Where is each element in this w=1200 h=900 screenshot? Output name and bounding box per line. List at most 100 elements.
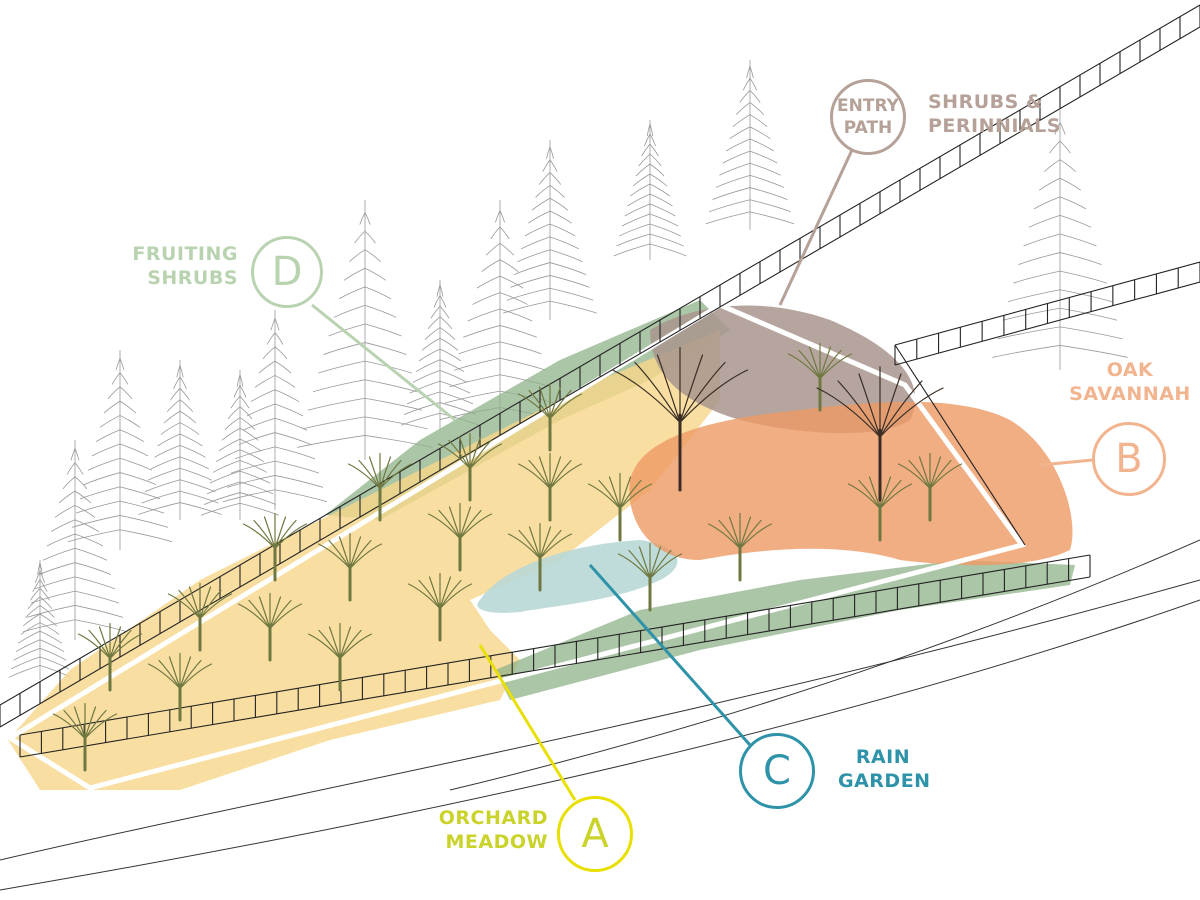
tree-branch xyxy=(459,513,493,540)
tree-branch xyxy=(787,353,821,380)
tree-branch xyxy=(158,659,181,690)
conifer-branch xyxy=(236,374,244,387)
conifer-branch xyxy=(34,576,116,590)
conifer-branch xyxy=(103,400,137,414)
conifer-branch xyxy=(736,102,764,115)
conifer-branch xyxy=(20,622,60,635)
tree-branch xyxy=(798,349,821,380)
conifer-branch xyxy=(1013,270,1107,284)
conifer-branch xyxy=(115,358,125,371)
conifer-branch xyxy=(302,416,428,430)
conifer-branch xyxy=(510,275,590,288)
tree-branch xyxy=(269,596,282,630)
tree-branch xyxy=(437,443,471,470)
conifer-branch xyxy=(25,605,55,618)
tree-branch xyxy=(274,523,308,550)
tree-branch xyxy=(879,387,944,438)
conifer-branch xyxy=(506,287,594,301)
zone-entry-path xyxy=(650,305,916,434)
tree-branch xyxy=(858,373,881,438)
tree-branch xyxy=(147,663,181,690)
conifer-branch xyxy=(37,562,43,575)
tree-branch xyxy=(349,543,383,570)
tree-branch xyxy=(929,459,952,490)
orchard-tree xyxy=(317,532,383,602)
tree-branch xyxy=(379,463,413,490)
conifer-branch xyxy=(1038,177,1082,191)
conifer-branch xyxy=(227,406,253,420)
zone-c-letter: C xyxy=(763,748,791,794)
tree-branch xyxy=(549,456,562,490)
conifer-branch xyxy=(233,385,247,398)
conifer-branch xyxy=(485,242,515,256)
tree-branch xyxy=(168,656,181,690)
site-boundary xyxy=(5,302,1027,791)
orchard-tree xyxy=(77,622,143,692)
tree-branch xyxy=(407,583,441,610)
zone-b-label-line1: OAK xyxy=(1106,359,1154,381)
conifer-branch xyxy=(99,415,141,428)
conifer-branch xyxy=(992,345,1128,358)
conifer-branch xyxy=(234,446,316,460)
conifer-branch xyxy=(151,456,209,470)
tree-branch xyxy=(339,633,373,660)
tree-branch xyxy=(539,533,573,560)
zone-d-label-line2: SHRUBS xyxy=(147,267,238,289)
conifer-branch xyxy=(638,153,662,167)
conifer-tree xyxy=(705,60,795,230)
tree-branch xyxy=(679,354,704,424)
tree-branch xyxy=(274,519,297,550)
tree-branch xyxy=(718,519,741,550)
tree-branch xyxy=(179,656,192,690)
zone-c-label-line1: RAIN xyxy=(855,746,911,768)
tree-branch xyxy=(253,519,276,550)
orchard-tree xyxy=(847,472,913,542)
tree-branch xyxy=(469,436,482,470)
tree-branch xyxy=(349,536,362,570)
conifer-branch xyxy=(157,433,203,447)
conifer-branch xyxy=(715,175,785,188)
zone-c-label: RAIN GARDEN xyxy=(838,745,930,793)
conifer-branch xyxy=(476,275,524,289)
tree-branch xyxy=(258,596,271,630)
conifer-branch xyxy=(173,376,187,390)
conifer-branch xyxy=(1044,159,1076,173)
tree-branch xyxy=(199,586,212,620)
tree-branch xyxy=(109,629,132,660)
tree-branch xyxy=(448,439,471,470)
orchard-tree xyxy=(897,452,963,522)
conifer-branch xyxy=(359,212,371,225)
tree-branch xyxy=(847,483,881,510)
conifer-tree xyxy=(613,120,687,260)
conifer-branch xyxy=(246,403,304,417)
tree-branch xyxy=(448,506,461,540)
tree-branch xyxy=(339,629,362,660)
zone-d-label: FRUITING SHRUBS xyxy=(128,242,238,290)
tree-branch xyxy=(611,369,681,424)
tree-branch xyxy=(439,576,452,610)
entry-path-label: SHRUBS & PERINNIALS xyxy=(928,90,1061,138)
conifer-branch xyxy=(222,489,328,503)
conifer-branch xyxy=(528,210,572,224)
conifer-branch xyxy=(67,529,173,543)
tree-branch xyxy=(879,373,902,438)
tree-branch xyxy=(427,513,461,540)
tree-branch xyxy=(188,586,201,620)
conifer-branch xyxy=(635,163,665,177)
conifer-branch xyxy=(46,533,104,547)
orchard-trees xyxy=(52,342,963,772)
conifer-branch xyxy=(215,449,265,463)
conifer-tree xyxy=(8,560,72,680)
entry-marker-line2: PATH xyxy=(843,118,893,138)
conifer-branch xyxy=(712,187,788,200)
tree-branch xyxy=(649,549,672,580)
conifer-branch xyxy=(238,432,312,445)
tree-branch xyxy=(528,526,541,560)
conifer-branch xyxy=(503,300,597,314)
conifer-branch xyxy=(424,327,456,340)
tree-branch xyxy=(739,516,752,550)
conifer-branch xyxy=(409,380,471,394)
tree-branch xyxy=(549,459,572,490)
ground-lines xyxy=(0,539,1200,891)
